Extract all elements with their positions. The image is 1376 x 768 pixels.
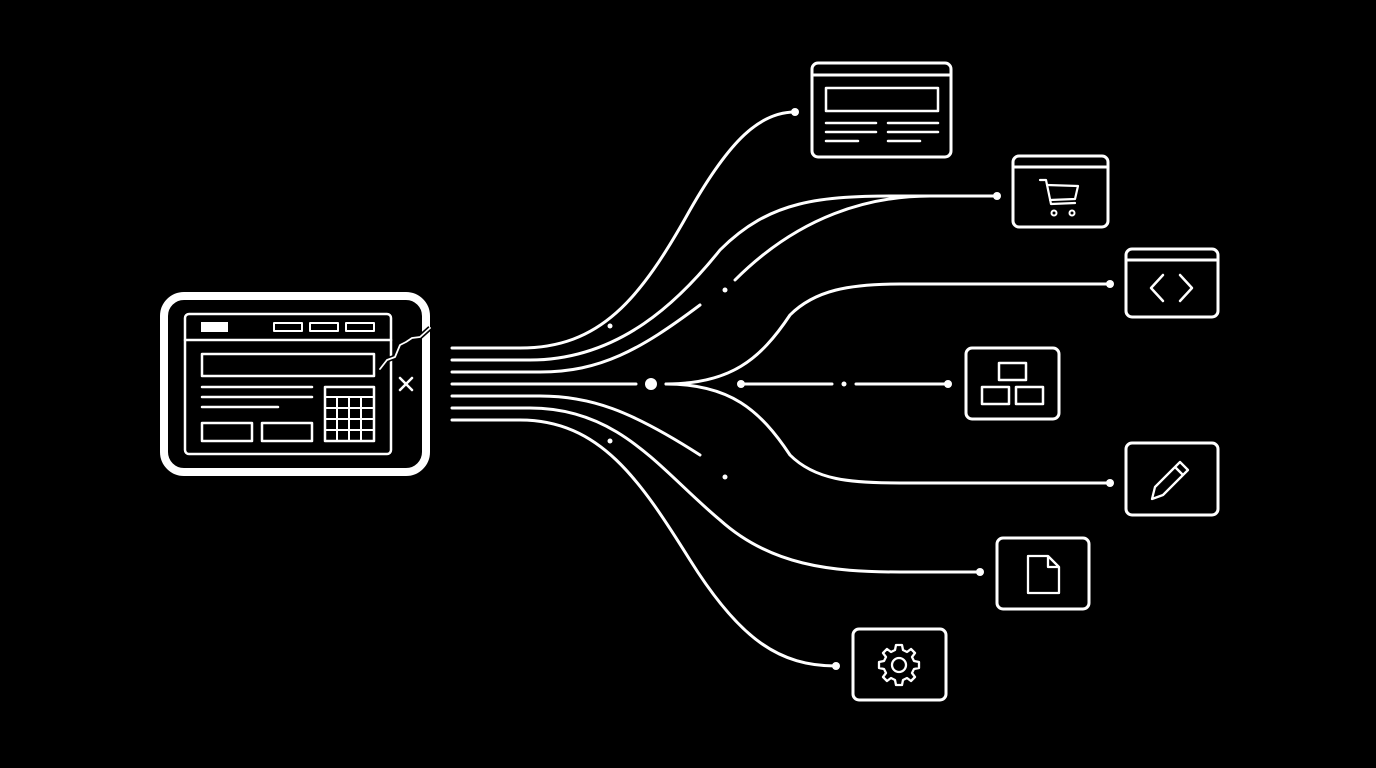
connector-dots [607, 108, 1114, 670]
connector-pencil [664, 382, 1112, 485]
close-icon [398, 376, 414, 392]
connector-center [450, 282, 1112, 386]
hierarchy-icon [964, 346, 1061, 421]
connection-lines [450, 110, 1112, 668]
connector-cart [450, 194, 999, 362]
code-brackets-icon [1124, 247, 1220, 319]
connector-file [450, 406, 982, 574]
connector-gear [450, 418, 838, 668]
calendar-grid-icon [323, 385, 376, 443]
gear-icon [851, 627, 948, 702]
connector-cart-2 [450, 194, 932, 374]
web-page-layout-icon [810, 61, 953, 159]
connector-page [450, 110, 797, 350]
pencil-icon [1124, 441, 1220, 517]
connector-dashed-low [450, 394, 702, 457]
broken-browser-window-icon [160, 292, 432, 476]
document-icon [995, 536, 1091, 611]
shopping-cart-icon [1011, 154, 1110, 229]
